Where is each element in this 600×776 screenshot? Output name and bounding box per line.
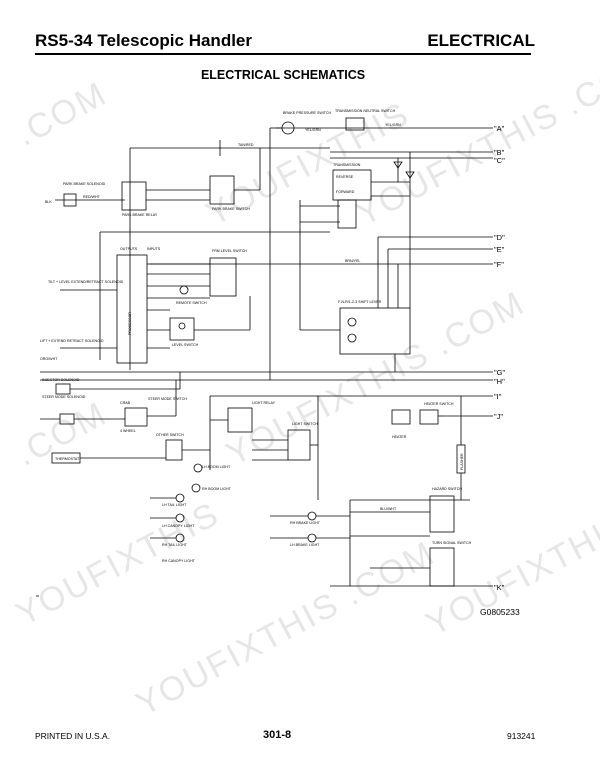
wire-label-blk: BLK — [45, 200, 52, 204]
label-transmission-neutral-switch: TRANSMISSION NEUTRAL SWITCH — [335, 109, 396, 113]
wire-label-yel-grn: YEL/GRN — [305, 128, 321, 132]
wire-label-yel-grn-2: YEL/GRN — [385, 123, 401, 127]
footer-page-number: 301-8 — [263, 729, 292, 741]
label-lift-extend-solenoid: LIFT + EXTEND RETRACT SOLENOID — [40, 339, 104, 343]
label-inputs: INPUTS — [147, 247, 161, 251]
label-rh-boom-light: RH BOOM LIGHT — [202, 487, 232, 491]
park-brake-solenoid-box — [63, 193, 77, 207]
level-switch-box — [169, 317, 195, 341]
label-four-wheel: 4 WHEEL — [120, 429, 136, 433]
label-crab: CRAB — [120, 401, 131, 405]
label-lh-boom-light: LH BOOM LIGHT — [202, 465, 231, 469]
label-forward: FORWARD — [336, 190, 355, 194]
hazard-switch-box — [429, 495, 455, 533]
light-relay-box — [227, 407, 253, 433]
label-hazard-switch: HAZARD SWITCH — [432, 487, 462, 491]
remote-switch-symbol — [179, 285, 189, 295]
footer-printed: PRINTED IN U.S.A. — [35, 731, 111, 741]
label-transmission: TRANSMISSION — [333, 163, 361, 167]
label-injector-solenoid: INJECTOR SOLENOID — [42, 378, 80, 382]
connector-e: "E" — [494, 245, 505, 254]
page-title: ELECTRICAL SCHEMATICS — [200, 68, 366, 82]
park-brake-relay-box — [121, 181, 147, 211]
connector-j: "J" — [494, 412, 503, 421]
label-park-brake-switch: PARK BRAKE SWITCH — [212, 207, 250, 211]
label-lh-tail-light: LH TAIL LIGHT — [162, 503, 187, 507]
header-rule — [35, 53, 531, 55]
label-outputs: OUTPUTS — [120, 247, 138, 251]
connector-d: "D" — [494, 233, 505, 242]
wire-label-org-wht: ORG/WHT — [40, 357, 58, 361]
label-light-switch: LIGHT SWITCH — [292, 422, 318, 426]
label-lh-canopy-light: LH CANOPY LIGHT — [162, 524, 195, 528]
heater-switch-box — [391, 409, 411, 425]
park-brake-switch-box — [209, 175, 235, 205]
label-lh-brake-light: LH BRAKE LIGHT — [290, 543, 320, 547]
label-rh-canopy-light: RH CANOPY LIGHT — [162, 559, 196, 563]
steer-mode-solenoid-box — [59, 413, 75, 425]
label-park-brake-relay: PARK BRAKE RELAY — [122, 213, 158, 217]
wire-label-blu-wht: BLU/WHT — [380, 507, 397, 511]
label-rh-tail-light: RH TAIL LIGHT — [162, 543, 188, 547]
label-steer-mode-switch: STEER MODE SWITCH — [148, 397, 187, 401]
processor-box — [116, 254, 148, 364]
label-fnr-shift-lever: F-N-R/1-2-3 SHIFT LEVER — [338, 300, 382, 304]
label-processor: PROCESSOR — [128, 312, 132, 335]
label-level-switch: LEVEL SWITCH — [172, 343, 199, 347]
light-switch-box — [287, 429, 311, 461]
connector-h: "H" — [494, 377, 505, 386]
manual-title: RS5-34 Telescopic Handler — [35, 31, 252, 50]
wire-label-tan-red: TAN/RED — [238, 143, 254, 147]
label-rh-brake-light: RH BRAKE LIGHT — [290, 521, 321, 525]
diode-2 — [405, 171, 415, 179]
injector-solenoid-box — [55, 383, 71, 395]
connector-c: "C" — [494, 156, 505, 165]
other-switch-box — [165, 439, 183, 461]
label-other-switch: OTHER SWITCH — [156, 433, 184, 437]
label-brake-pressure-switch: BRAKE PRESSURE SWITCH — [283, 111, 332, 115]
section-title: ELECTRICAL — [427, 31, 535, 50]
label-frame-level-switch: FRM LEVEL SWITCH — [212, 249, 247, 253]
label-light-relay: LIGHT RELAY — [252, 401, 276, 405]
wire-label-brn-yel: BRN/YEL — [345, 259, 360, 263]
label-turn-signal-switch: TURN SIGNAL SWITCH — [432, 541, 472, 545]
footer-doc-number: 913241 — [507, 731, 536, 741]
label-remote-switch: REMOTE SWITCH — [176, 301, 207, 305]
label-park-brake-solenoid: PARK BRAKE SOLENOID — [63, 182, 106, 186]
connector-i: "I" — [494, 392, 502, 401]
connector-k: "K" — [494, 583, 505, 592]
turn-signal-switch-box — [429, 547, 455, 587]
connector-b: "B" — [494, 148, 505, 157]
shift-lever-box — [339, 307, 411, 355]
wire-label-red-wht: RED/WHT — [83, 195, 101, 199]
figure-id: G0805233 — [480, 607, 520, 617]
connector-g: "G" — [494, 368, 505, 377]
transmission-neutral-switch-box — [345, 117, 365, 131]
label-heater-switch: HEATER SWITCH — [424, 402, 454, 406]
label-thermostat: THERMOSTAT — [55, 457, 80, 461]
label-tilt-level-solenoid: TILT + LEVEL EXTEND/RETRACT SOLENOID — [48, 280, 124, 284]
diode-1 — [393, 161, 403, 169]
label-heater: HEATER — [392, 435, 407, 439]
label-steer-mode-solenoid: STEER MODE SOLENOID — [42, 395, 86, 399]
label-reverse: REVERSE — [336, 175, 354, 179]
connector-f: "F" — [494, 260, 504, 269]
connector-a: "A" — [494, 124, 505, 133]
lights — [150, 463, 350, 543]
frame-level-switch-box — [209, 257, 237, 297]
steer-mode-switch-box — [124, 407, 148, 427]
label-flasher: FLASHER — [460, 453, 464, 470]
